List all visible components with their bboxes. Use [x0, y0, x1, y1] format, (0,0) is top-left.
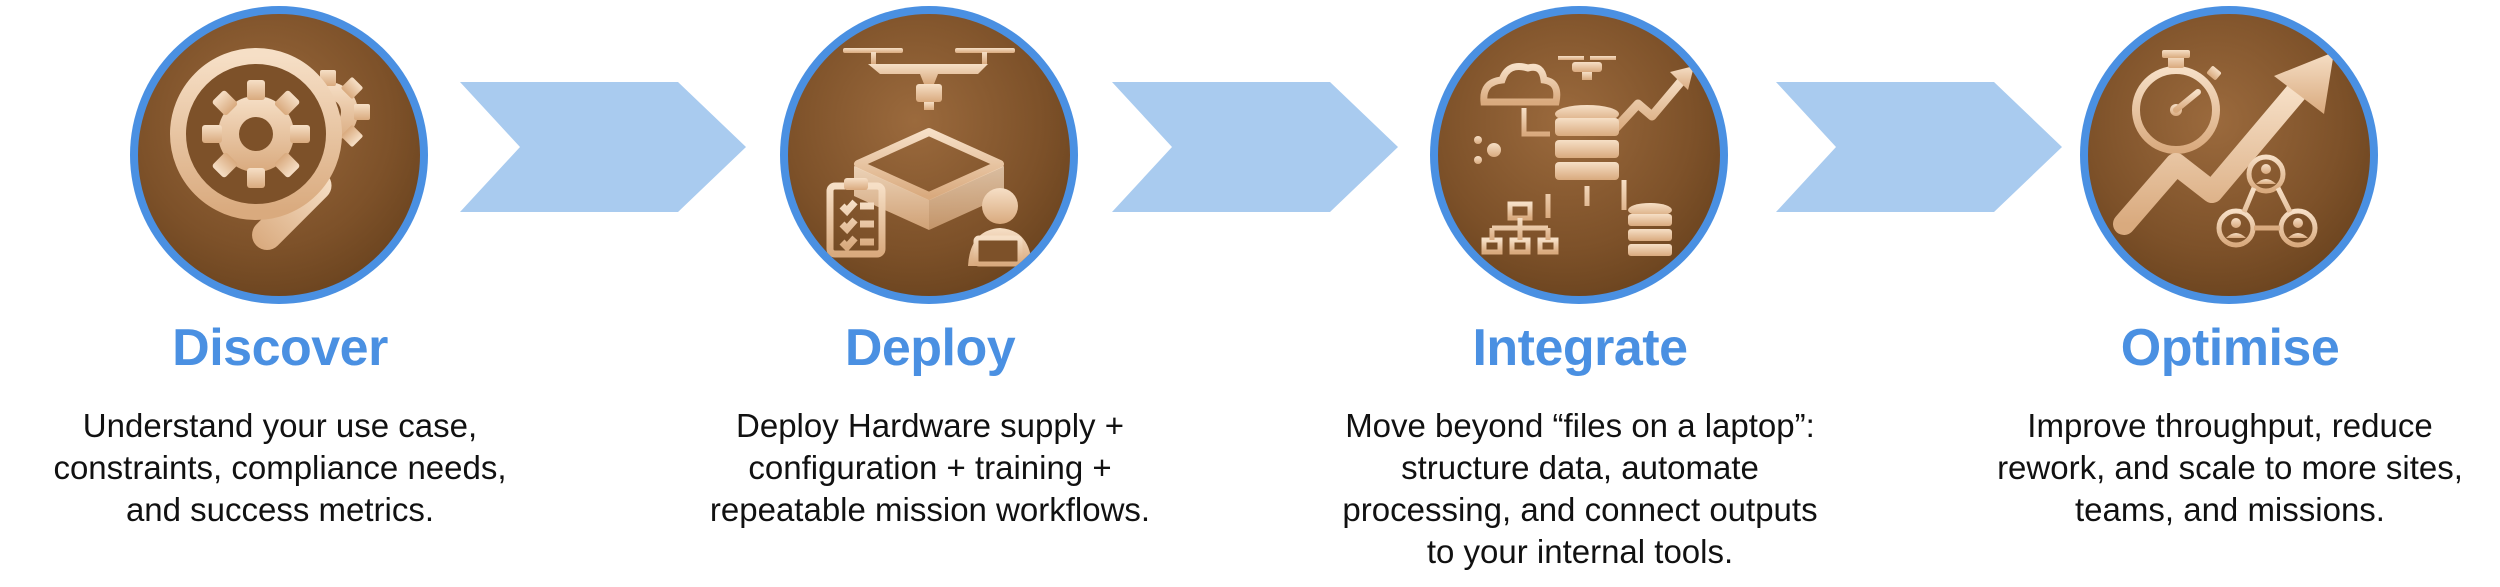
- chevron-arrow-icon: [1112, 82, 1398, 212]
- step-icon-ring: [780, 6, 1078, 304]
- step-description-line: structure data, automate: [1401, 449, 1759, 486]
- step-icon-ring: [1430, 6, 1728, 304]
- step-title: Deploy: [844, 319, 1016, 377]
- chevron-arrow-icon: [460, 82, 746, 212]
- step-title: Discover: [172, 319, 388, 377]
- step-title: Integrate: [1472, 319, 1688, 377]
- step-description-line: processing, and connect outputs: [1342, 491, 1818, 528]
- step-description: Move beyond “files on a laptop”: structu…: [1300, 405, 1860, 573]
- step-description: Deploy Hardware supply + configuration +…: [650, 405, 1210, 531]
- step-icon-ring: [130, 6, 428, 304]
- step-description-line: configuration + training +: [748, 449, 1112, 486]
- step-description-line: Move beyond “files on a laptop”:: [1345, 407, 1815, 444]
- step-icon-ring: [2080, 6, 2378, 304]
- step-description-line: Improve throughput, reduce: [2027, 407, 2433, 444]
- growth-optimise-icon: [2088, 14, 2370, 296]
- drone-deploy-icon: [788, 14, 1070, 296]
- step-description-line: and success metrics.: [125, 491, 435, 528]
- step-discover: Discover Understand your use case, const…: [0, 0, 560, 587]
- step-description-line: Deploy Hardware supply +: [736, 407, 1124, 444]
- step-description: Improve throughput, reduce rework, and s…: [1950, 405, 2500, 531]
- step-description-line: teams, and missions.: [2075, 491, 2385, 528]
- step-description: Understand your use case, constraints, c…: [0, 405, 560, 531]
- step-description-line: to your internal tools.: [1426, 533, 1734, 570]
- step-description-line: repeatable mission workflows.: [709, 491, 1151, 528]
- step-description-line: rework, and scale to more sites,: [1997, 449, 2463, 486]
- step-description-line: constraints, compliance needs,: [53, 449, 507, 486]
- step-optimise: Optimise Improve throughput, reduce rewo…: [1950, 0, 2500, 587]
- chevron-arrow-icon: [1776, 82, 2062, 212]
- step-integrate: Integrate Move beyond “files on a laptop…: [1300, 0, 1860, 587]
- step-description-line: Understand your use case,: [82, 407, 478, 444]
- step-title: Optimise: [2120, 319, 2340, 377]
- step-deploy: Deploy Deploy Hardware supply + configur…: [650, 0, 1210, 587]
- magnifier-gears-icon: [138, 14, 420, 296]
- data-integration-icon: [1438, 14, 1720, 296]
